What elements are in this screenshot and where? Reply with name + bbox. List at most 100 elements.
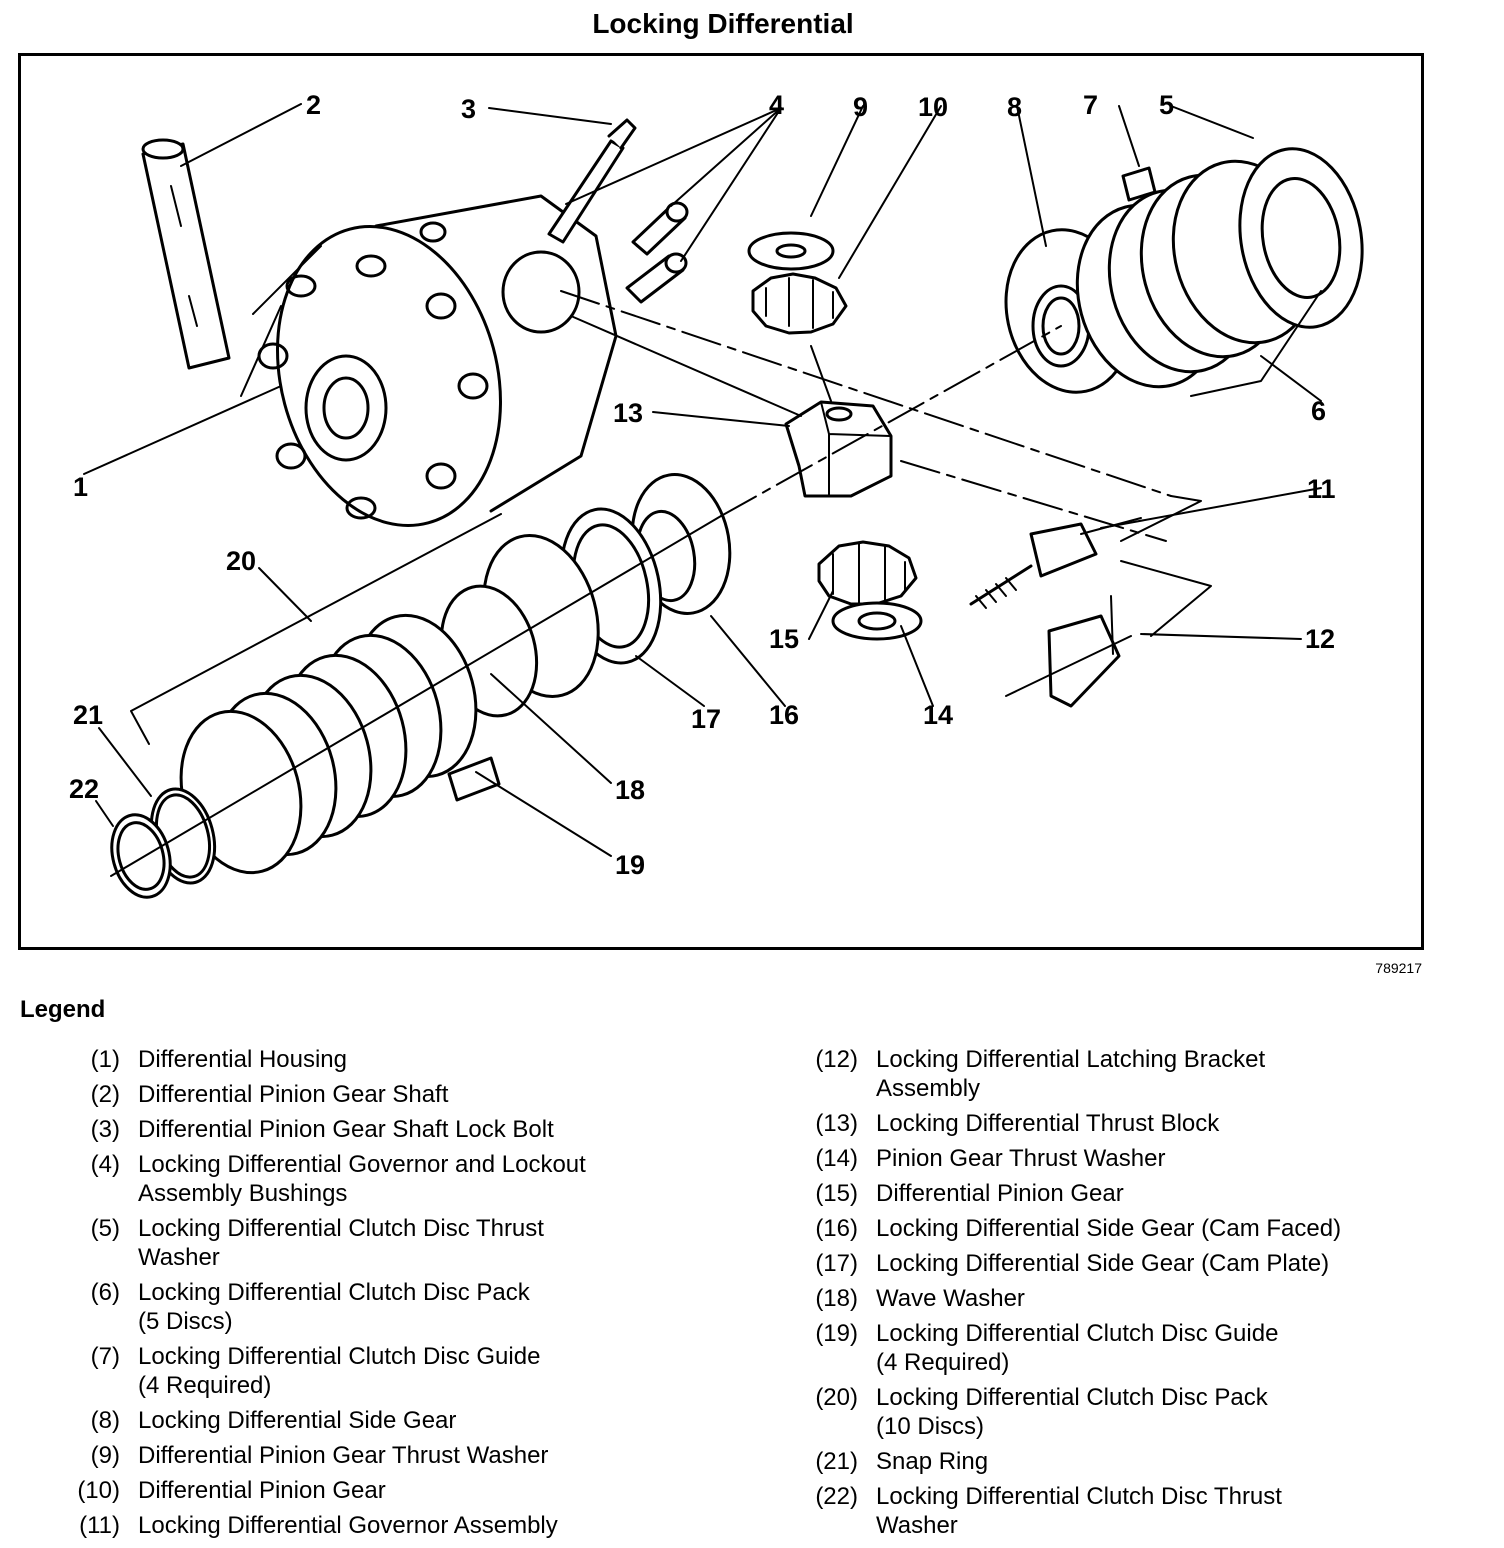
- exploded-view-frame: 1 2 3 4 5 6 7 8 9 10 11 12 13 14 15 16 1…: [18, 53, 1424, 950]
- legend-item-number: (6): [90, 1279, 120, 1306]
- callout-12: 12: [1305, 624, 1335, 654]
- legend-item-number: (10): [77, 1477, 120, 1504]
- legend-item: (21) Snap Ring: [778, 1447, 1478, 1476]
- legend-item-line1: Locking Differential Side Gear (Cam Face…: [876, 1215, 1342, 1242]
- callout-numbers: 1 2 3 4 5 6 7 8 9 10 11 12 13 14 15 16 1…: [69, 90, 1336, 880]
- legend-item-line2: Assembly Bushings: [138, 1180, 348, 1207]
- callout-6: 6: [1311, 396, 1326, 426]
- legend-item-text: Locking Differential Clutch Disc Guide(4…: [876, 1319, 1478, 1377]
- callout-11: 11: [1307, 474, 1336, 504]
- legend-item: (20) Locking Differential Clutch Disc Pac…: [778, 1383, 1478, 1441]
- legend-item-text: Pinion Gear Thrust Washer: [876, 1144, 1478, 1173]
- callout-1: 1: [73, 472, 88, 502]
- clutch-pack-10-part: [179, 534, 600, 875]
- legend-item-text: Locking Differential Side Gear (Cam Face…: [876, 1214, 1478, 1243]
- callout-3: 3: [461, 94, 476, 124]
- legend-item: (9) Differential Pinion Gear Thrust Washe…: [40, 1441, 740, 1470]
- legend-item: (13) Locking Differential Thrust Block: [778, 1109, 1478, 1138]
- legend-item: (8)Locking Differential Side Gear: [40, 1406, 740, 1435]
- legend-heading: Legend: [20, 996, 106, 1023]
- legend-item-number: (18): [815, 1285, 858, 1312]
- legend-item-text: Differential Housing: [138, 1045, 740, 1074]
- callout-20: 20: [226, 546, 256, 576]
- legend-item-number: (15): [815, 1180, 858, 1207]
- legend-item-text: Locking Differential Side Gear (Cam Plat…: [876, 1249, 1478, 1278]
- clutch-pack-5-part: [1075, 159, 1319, 389]
- legend-item: (19)Locking Differential Clutch Disc Gui…: [778, 1319, 1478, 1377]
- legend-item: (12)Locking Differential Latching Bracke…: [778, 1045, 1478, 1103]
- legend-item-line1: Differential Pinion Gear Thrust Washer: [138, 1442, 549, 1469]
- legend-item-line1: Locking Differential Clutch Disc Thrust: [876, 1483, 1282, 1510]
- pinion-gear-upper-part: [751, 272, 848, 335]
- legend-item-number: (5): [90, 1215, 120, 1242]
- legend-item-line2: (4 Required): [876, 1349, 1010, 1376]
- callout-5: 5: [1159, 90, 1174, 120]
- legend-item: (1)Differential Housing: [40, 1045, 740, 1074]
- legend-item-line1: Differential Pinion Gear Shaft Lock Bolt: [138, 1116, 554, 1143]
- legend-item-text: Differential Pinion Gear Shaft Lock Bolt: [138, 1115, 740, 1144]
- pinion-gear-thrust-washer-part: [831, 601, 923, 641]
- alignment-lines: [110, 290, 1212, 877]
- callout-10: 10: [918, 92, 948, 122]
- callout-15: 15: [769, 624, 799, 654]
- legend-item-line1: Locking Differential Side Gear (Cam Plat…: [876, 1250, 1330, 1277]
- legend-item-number: (9): [90, 1442, 120, 1469]
- legend-item-line1: Differential Pinion Gear: [138, 1477, 386, 1504]
- legend-item-text: Locking Differential Clutch Disc Pack(10…: [876, 1383, 1478, 1441]
- legend-item-number: (20): [815, 1384, 858, 1411]
- legend-item: (3)Differential Pinion Gear Shaft Lock B…: [40, 1115, 740, 1144]
- legend-item-number: (2): [90, 1081, 120, 1108]
- legend-item-text: Wave Washer: [876, 1284, 1478, 1313]
- callout-14: 14: [923, 700, 953, 730]
- legend-item: (2) Differential Pinion Gear Shaft: [40, 1080, 740, 1109]
- clutch-disc-guide-upper-part: [1121, 166, 1157, 202]
- legend-item-line1: Locking Differential Governor and Lockou…: [138, 1151, 586, 1178]
- diagram-title: Locking Differential: [592, 8, 854, 39]
- legend-item-line1: Differential Pinion Gear Shaft: [138, 1081, 449, 1108]
- callout-18: 18: [615, 775, 645, 805]
- legend-item-text: Differential Pinion Gear: [876, 1179, 1478, 1208]
- callout-16: 16: [769, 700, 799, 730]
- legend-item-number: (21): [815, 1448, 858, 1475]
- legend-item-text: Locking Differential Governor Assembly: [138, 1511, 740, 1540]
- pinion-gear-lower-part: [817, 540, 918, 606]
- legend-item-line1: Locking Differential Clutch Disc Guide: [138, 1343, 541, 1370]
- legend-item: (10) Differential Pinion Gear: [40, 1476, 740, 1505]
- lock-bolt-part: [547, 118, 637, 244]
- legend-item-line1: Locking Differential Side Gear: [138, 1407, 457, 1434]
- clutch-disc-guide-lower-part: [447, 756, 501, 802]
- legend-item: (6)Locking Differential Clutch Disc Pack…: [40, 1278, 740, 1336]
- callout-21: 21: [73, 700, 103, 730]
- bushing-part-upper: [631, 201, 689, 256]
- callout-9: 9: [853, 92, 868, 122]
- legend-item-text: Locking Differential Governor and Lockou…: [138, 1150, 740, 1208]
- figure-number: 789217: [1375, 960, 1422, 976]
- legend-item-number: (16): [815, 1215, 858, 1242]
- callout-4: 4: [769, 90, 784, 120]
- legend-item-number: (14): [815, 1145, 858, 1172]
- legend-item-text: Differential Pinion Gear: [138, 1476, 740, 1505]
- callout-8: 8: [1007, 92, 1022, 122]
- clutch-thrust-washer-upper-part: [1238, 147, 1364, 329]
- legend-item-text: Differential Pinion Gear Shaft: [138, 1080, 740, 1109]
- legend-item-line2: Washer: [876, 1512, 958, 1539]
- callout-17: 17: [691, 704, 721, 734]
- legend-item-number: (4): [90, 1151, 120, 1178]
- legend-item: (17)Locking Differential Side Gear (Cam …: [778, 1249, 1478, 1278]
- legend-item-line2: Assembly: [876, 1075, 981, 1102]
- callout-19: 19: [615, 850, 645, 880]
- legend-item: (7)Locking Differential Clutch Disc Guid…: [40, 1342, 740, 1400]
- legend-item-line1: Locking Differential Thrust Block: [876, 1110, 1220, 1137]
- callout-13: 13: [613, 398, 643, 428]
- legend-item: (14) Pinion Gear Thrust Washer: [778, 1144, 1478, 1173]
- legend-item-line2: (4 Required): [138, 1372, 272, 1399]
- latching-bracket-part: [1005, 595, 1132, 708]
- legend-item: (15) Differential Pinion Gear: [778, 1179, 1478, 1208]
- legend-item-line1: Locking Differential Latching Bracket: [876, 1046, 1266, 1073]
- legend-item-line1: Snap Ring: [876, 1448, 989, 1475]
- legend-item-number: (13): [815, 1110, 858, 1137]
- legend-item: (16) Locking Differential Side Gear (Cam …: [778, 1214, 1478, 1243]
- legend-item-line1: Locking Differential Governor Assembly: [138, 1512, 558, 1539]
- callout-22: 22: [69, 774, 99, 804]
